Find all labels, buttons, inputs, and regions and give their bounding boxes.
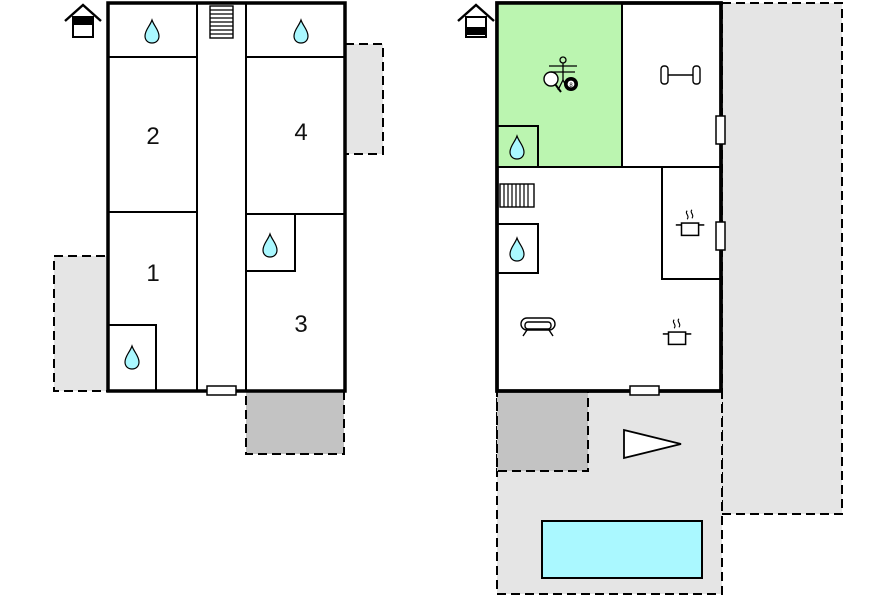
window-gym	[715, 115, 726, 145]
billiard-ball-icon: 8	[564, 77, 578, 91]
ground-floor: 8	[456, 1, 843, 595]
parking-arrow-icon	[623, 428, 682, 460]
room-number-1: 1	[146, 260, 159, 287]
upper-walls	[108, 3, 345, 391]
stairs-icon	[209, 5, 234, 39]
sofa-icon	[520, 317, 556, 337]
table-football-icon	[549, 56, 577, 91]
corridor-door	[206, 385, 237, 396]
house-ground-floor-icon	[456, 3, 496, 39]
stairs-icon	[499, 183, 535, 208]
ground-walls	[497, 3, 721, 280]
window-kitchen	[715, 221, 726, 251]
balcony-left	[53, 255, 109, 392]
covered-terrace-ground	[496, 390, 589, 472]
garden-area-right	[721, 2, 843, 515]
dumbbell-icon	[660, 65, 701, 85]
room-number-2: 2	[146, 123, 159, 150]
upper-floor: 2 4 1 3	[53, 1, 384, 455]
covered-terrace-upper	[245, 390, 345, 455]
table-tennis-icon	[543, 71, 562, 93]
svg-text:8: 8	[569, 83, 573, 89]
room-number-4: 4	[294, 119, 307, 146]
upper-floor-outline	[106, 1, 347, 393]
entrance-door	[629, 385, 660, 396]
swimming-pool	[541, 520, 703, 579]
house-upper-floor-icon	[63, 3, 103, 39]
room-number-3: 3	[294, 311, 307, 338]
balcony-right	[344, 43, 384, 155]
